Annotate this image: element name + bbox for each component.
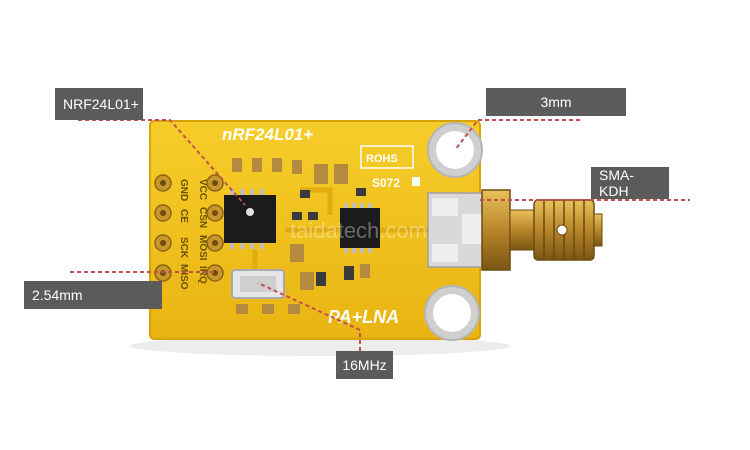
callout-nrf-text: NRF24L01+	[63, 96, 139, 112]
svg-text:ROHS: ROHS	[366, 153, 398, 165]
callout-hole-size: 3mm	[486, 88, 626, 116]
crystal-16mhz	[231, 269, 285, 299]
pin-label-gnd: GND	[178, 179, 189, 201]
callout-antenna-text: SMA-KDH	[599, 167, 634, 199]
pin-header	[154, 174, 224, 282]
pin-label-vcc: VCC	[197, 179, 208, 200]
callout-crystal: 16MHz	[336, 351, 393, 379]
sma-connector	[481, 189, 603, 271]
smd-components	[232, 158, 370, 314]
pin-label-csn: CSN	[197, 207, 208, 228]
pin-label-mosi: MOSI	[197, 235, 208, 261]
callout-crystal-text: 16MHz	[342, 357, 387, 373]
marking-square	[412, 177, 420, 186]
callout-nrf24l01: NRF24L01+	[55, 88, 143, 120]
callout-pin-pitch: 2.54mm	[24, 281, 162, 309]
pin-label-ce: CE	[178, 209, 189, 223]
pa-lna-chip	[340, 203, 380, 253]
mounting-hole-top	[427, 122, 483, 178]
board-shadow	[130, 336, 510, 356]
pin-label-sck: SCK	[178, 237, 189, 259]
callout-antenna: SMA-KDH	[591, 167, 669, 199]
board-model-text: nRF24L01+	[222, 125, 313, 144]
rohs-logo: ROHS	[360, 145, 414, 169]
callout-hole-text: 3mm	[540, 94, 572, 110]
pin-label-irq: IRQ	[197, 266, 208, 284]
callout-pitch-text: 2.54mm	[32, 287, 83, 303]
antenna-pad	[427, 192, 489, 268]
board-code-text: S072	[372, 176, 400, 190]
mounting-hole-bottom	[424, 285, 480, 341]
leader-lines	[70, 119, 690, 351]
nrf24l01-chip	[224, 189, 276, 249]
watermark: taidatech.com	[290, 218, 427, 243]
board-amp-text: PA+LNA	[328, 307, 399, 327]
pin-label-miso: MISO	[178, 264, 189, 290]
